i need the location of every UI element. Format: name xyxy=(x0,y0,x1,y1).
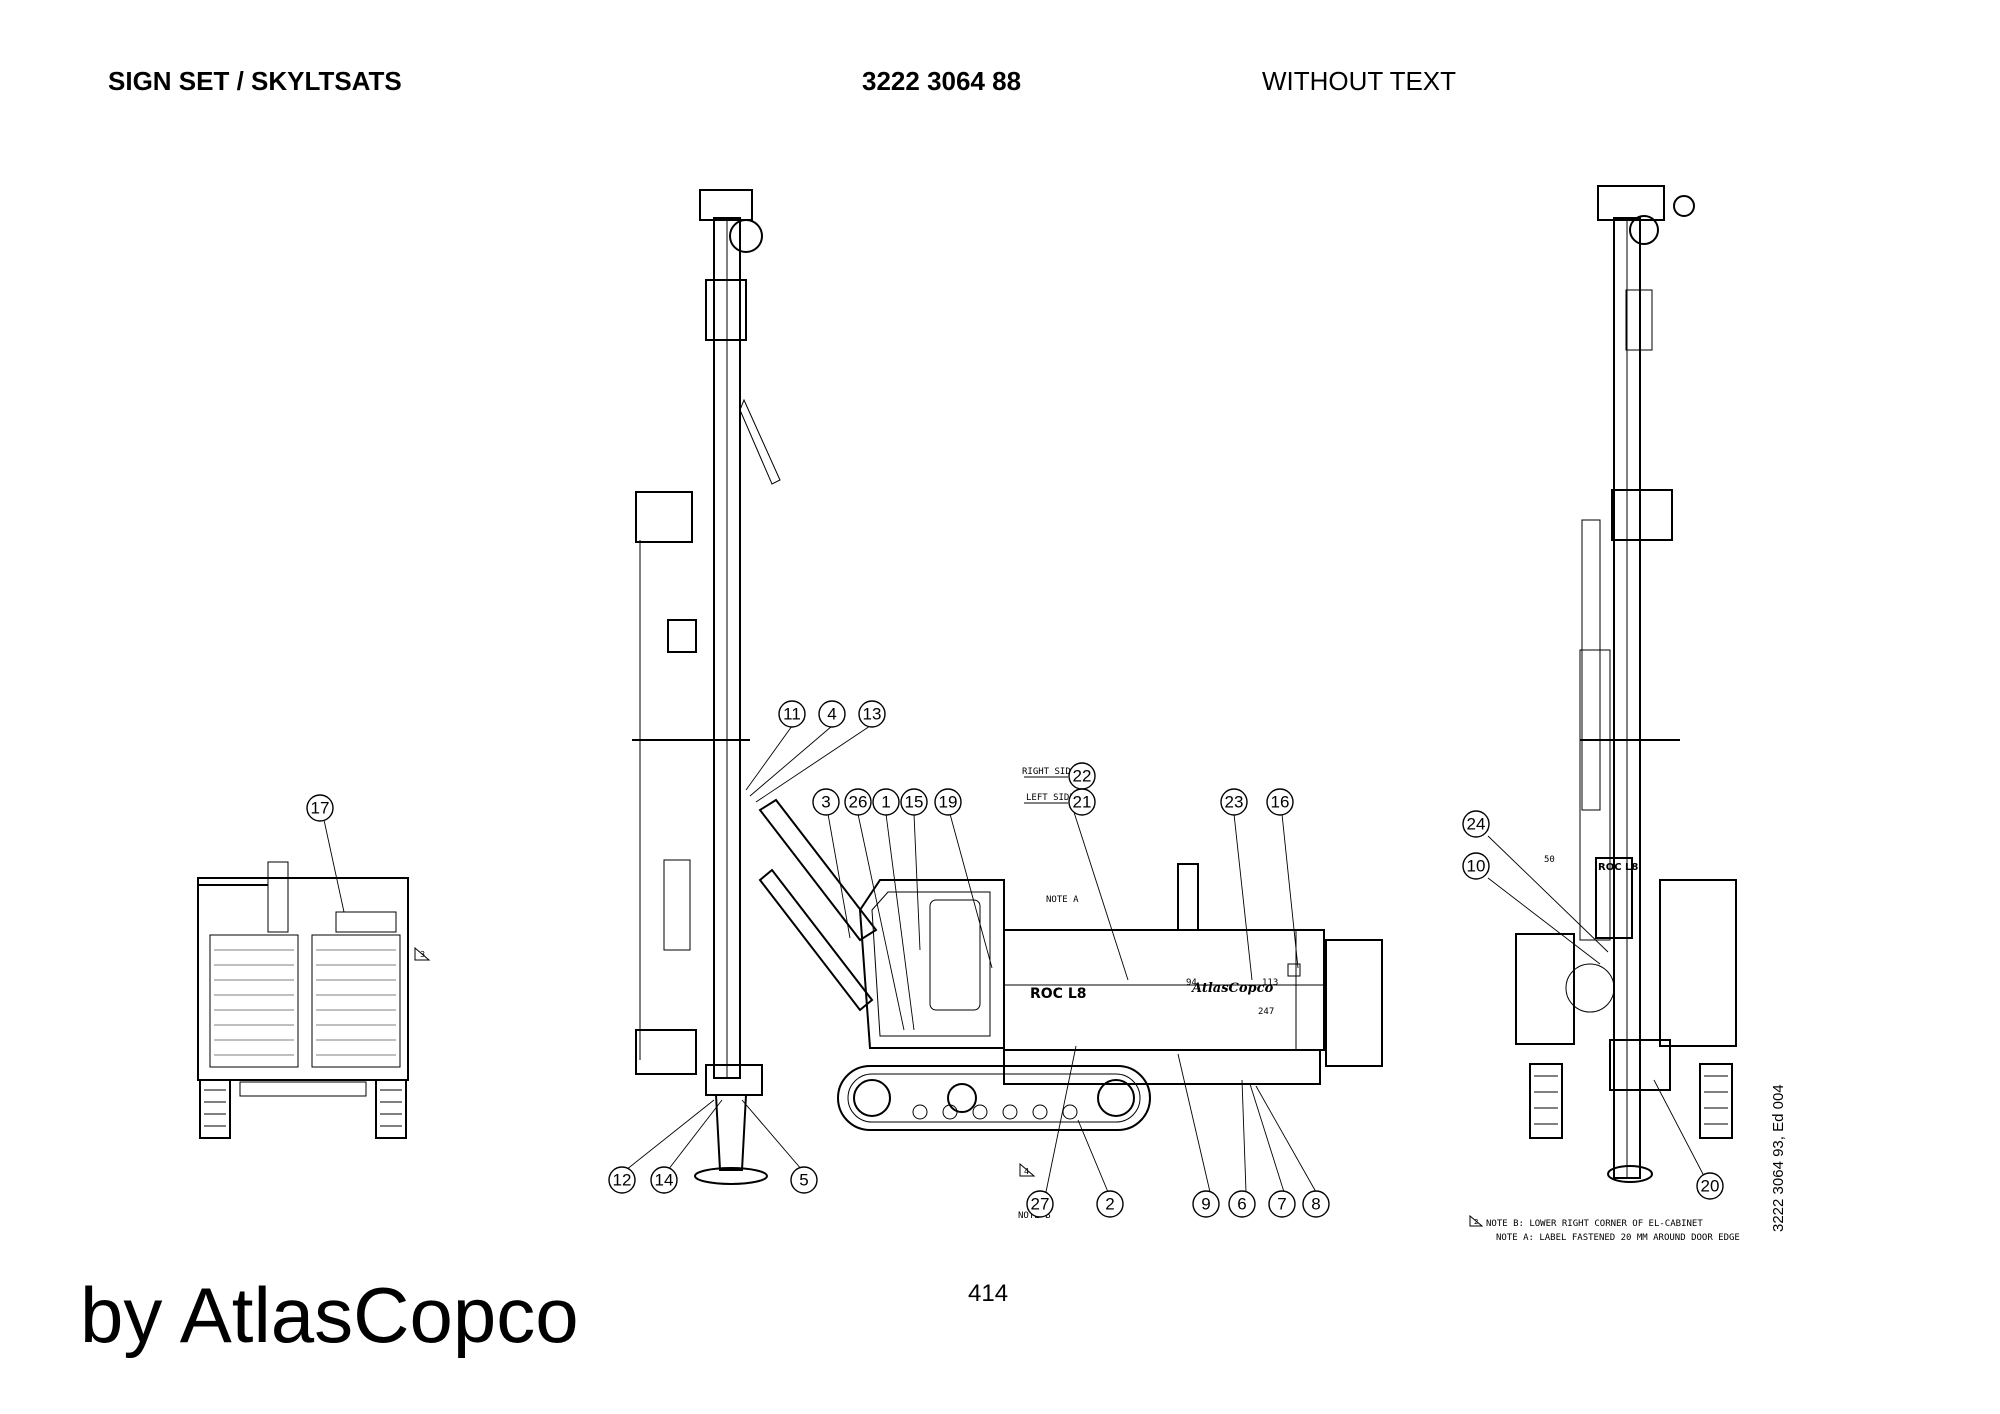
callout-23: 23 xyxy=(1220,788,1248,816)
svg-text:9: 9 xyxy=(1201,1195,1210,1214)
leader-lines xyxy=(323,725,1705,1193)
footer-brand: by AtlasCopco xyxy=(80,1271,579,1359)
callout-5: 5 xyxy=(790,1166,818,1194)
callout-17: 17 xyxy=(306,794,334,822)
dim-113: 113 xyxy=(1262,978,1278,988)
svg-text:6: 6 xyxy=(1237,1195,1246,1214)
callout-16: 16 xyxy=(1266,788,1294,816)
left-side-label: LEFT SIDE xyxy=(1026,793,1075,803)
callout-4: 4 xyxy=(818,700,846,728)
svg-text:23: 23 xyxy=(1225,793,1244,812)
svg-text:4: 4 xyxy=(827,705,836,724)
page-number: 414 xyxy=(968,1280,1009,1307)
callout-8: 8 xyxy=(1302,1190,1330,1218)
revision-4-mark: 4 xyxy=(1024,1167,1029,1176)
svg-text:2: 2 xyxy=(1105,1195,1114,1214)
callout-21: 21 xyxy=(1068,788,1096,816)
callout-22: 22 xyxy=(1068,762,1096,790)
callout-11: 11 xyxy=(778,700,806,728)
callout-2: 2 xyxy=(1096,1190,1124,1218)
svg-text:26: 26 xyxy=(849,793,868,812)
svg-text:20: 20 xyxy=(1701,1177,1720,1196)
callout-26: 26 xyxy=(844,788,872,816)
svg-text:14: 14 xyxy=(655,1171,674,1190)
svg-text:13: 13 xyxy=(863,705,882,724)
revision-2-mark: 2 xyxy=(1474,1218,1478,1226)
callout-14: 14 xyxy=(650,1166,678,1194)
callout-19: 19 xyxy=(934,788,962,816)
svg-text:24: 24 xyxy=(1467,815,1486,834)
callout-12: 12 xyxy=(608,1166,636,1194)
revision-3-mark: 3 xyxy=(420,950,425,959)
callout-10: 10 xyxy=(1462,852,1490,880)
callout-3: 3 xyxy=(812,788,840,816)
callout-13: 13 xyxy=(858,700,886,728)
rig-brand-label: AtlasCopco xyxy=(1190,981,1274,996)
note-b-text: NOTE B: LOWER RIGHT CORNER OF EL-CABINET xyxy=(1486,1219,1703,1229)
callout-9: 9 xyxy=(1192,1190,1220,1218)
part-number: 3222 3064 88 xyxy=(862,66,1022,96)
svg-text:19: 19 xyxy=(939,793,958,812)
variant-label: WITHOUT TEXT xyxy=(1262,66,1457,96)
note-a-text: NOTE A: LABEL FASTENED 20 MM AROUND DOOR… xyxy=(1496,1233,1740,1243)
svg-text:10: 10 xyxy=(1467,857,1486,876)
dim-50: 50 xyxy=(1544,855,1555,865)
svg-text:12: 12 xyxy=(613,1171,632,1190)
svg-text:16: 16 xyxy=(1271,793,1290,812)
note-a-tag: NOTE A xyxy=(1046,895,1079,905)
document-title: SIGN SET / SKYLTSATS xyxy=(108,66,402,96)
callout-20: 20 xyxy=(1696,1172,1724,1200)
drawing-reference: 3222 3064 93, Ed 004 xyxy=(1770,1084,1787,1232)
callout-15: 15 xyxy=(900,788,928,816)
svg-text:15: 15 xyxy=(905,793,924,812)
callout-7: 7 xyxy=(1268,1190,1296,1218)
svg-text:22: 22 xyxy=(1073,767,1092,786)
svg-text:17: 17 xyxy=(311,799,330,818)
callout-6: 6 xyxy=(1228,1190,1256,1218)
svg-text:27: 27 xyxy=(1031,1195,1050,1214)
svg-text:3: 3 xyxy=(821,793,830,812)
rig-model-side-label: ROC L8 xyxy=(1598,862,1638,873)
svg-text:1: 1 xyxy=(881,793,890,812)
svg-text:8: 8 xyxy=(1311,1195,1320,1214)
rig-model-label: ROC L8 xyxy=(1030,986,1087,1002)
callout-24: 24 xyxy=(1462,810,1490,838)
rear-view: 3 xyxy=(197,861,431,1139)
callout-27: 27 xyxy=(1026,1190,1054,1218)
svg-text:11: 11 xyxy=(783,705,801,724)
svg-text:5: 5 xyxy=(799,1171,808,1190)
svg-text:7: 7 xyxy=(1277,1195,1286,1214)
dim-247: 247 xyxy=(1258,1007,1274,1017)
svg-text:21: 21 xyxy=(1073,793,1092,812)
front-view: ROC L8 50 2 NOTE B: LOWER RIGHT CORNER O… xyxy=(1469,185,1740,1243)
side-view: ROC L8 AtlasCopco 94 113 247 RIGHT SIDE … xyxy=(632,189,1383,1221)
dim-94: 94 xyxy=(1186,978,1197,988)
right-side-label: RIGHT SIDE xyxy=(1022,767,1076,777)
callout-1: 1 xyxy=(872,788,900,816)
